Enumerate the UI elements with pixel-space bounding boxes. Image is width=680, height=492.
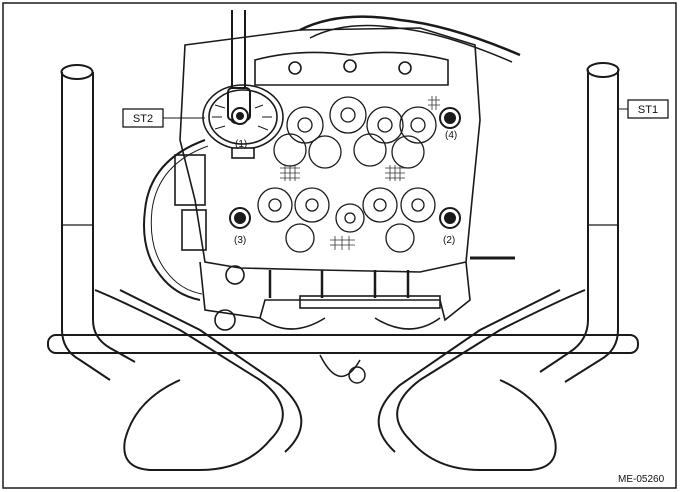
figure-code: ME-05260: [618, 474, 665, 485]
engine-stand: [47, 62, 639, 471]
callout-2: (2): [443, 235, 455, 246]
callout-1: (1): [235, 139, 247, 150]
valve-springs-lower: [257, 187, 436, 253]
gauge-cable: [143, 139, 206, 301]
label-st2: ST2: [122, 108, 164, 128]
svg-text:ST1: ST1: [638, 104, 658, 116]
svg-text:ST2: ST2: [133, 113, 153, 125]
torque-wrench: [227, 10, 251, 125]
label-st1: ST1: [627, 99, 669, 119]
cylinder-head: [174, 15, 521, 331]
dial-gauge: [202, 84, 284, 159]
callout-3: (3): [234, 235, 246, 246]
cam-journal-hatching: [280, 96, 440, 250]
callout-4: (4): [445, 130, 457, 141]
